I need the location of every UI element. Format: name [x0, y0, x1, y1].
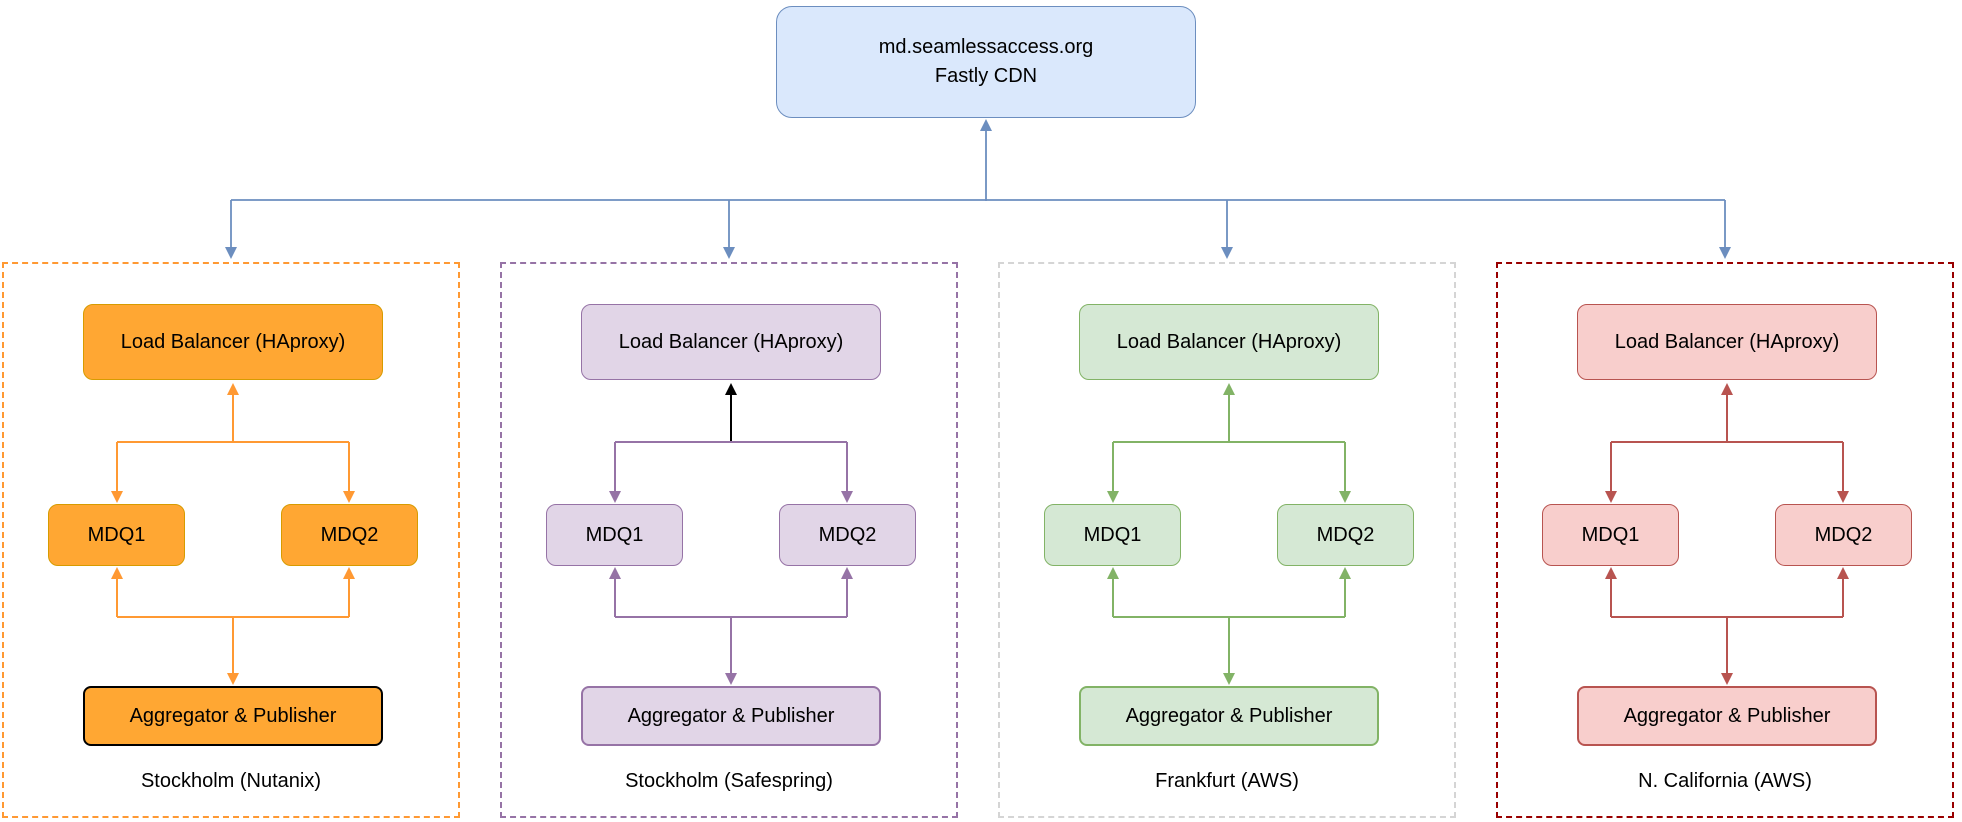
load-balancer-node: Load Balancer (HAproxy) [1577, 304, 1877, 380]
region-frankfurt-aws: Load Balancer (HAproxy) MDQ1 MDQ2 Aggreg… [998, 262, 1456, 818]
load-balancer-node: Load Balancer (HAproxy) [1079, 304, 1379, 380]
cdn-node: md.seamlessaccess.org Fastly CDN [776, 6, 1196, 118]
aggregator-node: Aggregator & Publisher [1577, 686, 1877, 746]
mdq2-node: MDQ2 [281, 504, 418, 566]
region-stockholm-nutanix: Load Balancer (HAproxy) MDQ1 MDQ2 Aggreg… [2, 262, 460, 818]
mdq1-node: MDQ1 [48, 504, 185, 566]
cdn-provider: Fastly CDN [934, 65, 1038, 87]
aggregator-node: Aggregator & Publisher [83, 686, 383, 746]
mdq1-node: MDQ1 [1542, 504, 1679, 566]
region-stockholm-safespring: Load Balancer (HAproxy) MDQ1 MDQ2 Aggreg… [500, 262, 958, 818]
aggregator-node: Aggregator & Publisher [1079, 686, 1379, 746]
region-n-california-aws: Load Balancer (HAproxy) MDQ1 MDQ2 Aggreg… [1496, 262, 1954, 818]
mdq1-node: MDQ1 [546, 504, 683, 566]
mdq2-node: MDQ2 [1775, 504, 1912, 566]
mdq2-node: MDQ2 [1277, 504, 1414, 566]
cdn-hostname: md.seamlessaccess.org [878, 36, 1094, 58]
region-label: Stockholm (Nutanix) [140, 770, 322, 792]
load-balancer-node: Load Balancer (HAproxy) [581, 304, 881, 380]
mdq1-node: MDQ1 [1044, 504, 1181, 566]
aggregator-node: Aggregator & Publisher [581, 686, 881, 746]
region-label: Frankfurt (AWS) [1155, 770, 1299, 792]
region-label: Stockholm (Safespring) [625, 770, 833, 792]
load-balancer-node: Load Balancer (HAproxy) [83, 304, 383, 380]
mdq2-node: MDQ2 [779, 504, 916, 566]
region-label: N. California (AWS) [1638, 770, 1812, 792]
